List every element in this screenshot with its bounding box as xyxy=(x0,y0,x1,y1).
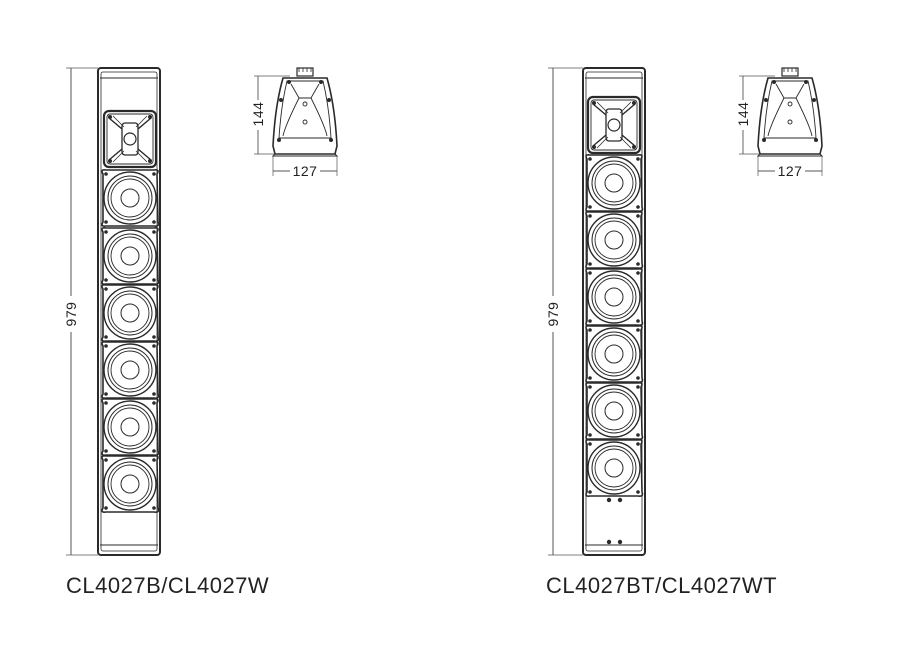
side-height-dim-label-right: 144 xyxy=(735,101,751,127)
front-view-cl4027bt xyxy=(582,67,646,556)
side-width-dim-label-left: 127 xyxy=(292,163,318,179)
side-height-dim-label-left: 144 xyxy=(250,101,266,127)
side-width-dim-label-right: 127 xyxy=(777,163,803,179)
height-dimension-left xyxy=(64,67,98,556)
height-dimension-right xyxy=(546,67,583,556)
model-name-left: CL4027B/CL4027W xyxy=(66,573,270,598)
height-dim-label-right: 979 xyxy=(545,301,561,327)
front-view-cl4027b xyxy=(97,67,161,556)
side-view-cl4027bt xyxy=(735,67,823,179)
model-name-right: CL4027BT/CL4027WT xyxy=(546,573,778,598)
height-dim-label-left: 979 xyxy=(63,301,79,327)
side-view-cl4027b xyxy=(250,67,338,179)
